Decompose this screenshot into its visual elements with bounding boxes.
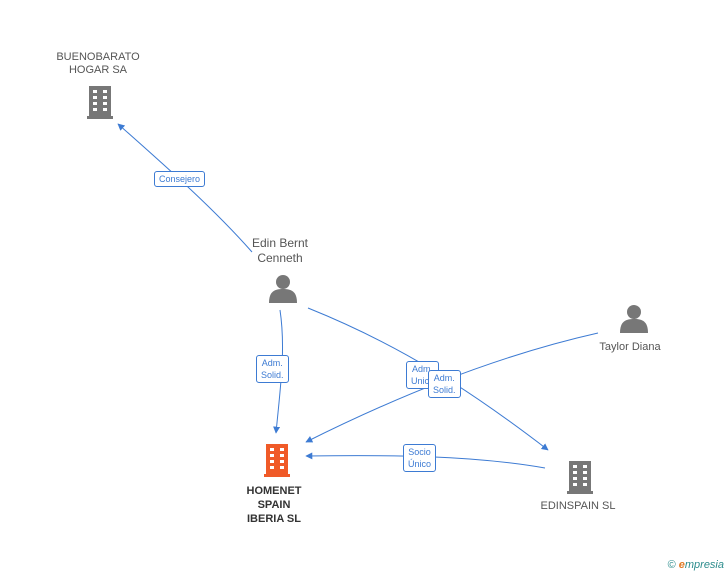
node-label-line: HOGAR SA xyxy=(68,64,128,76)
empresia-watermark: © empresia xyxy=(668,559,724,571)
person-icon[interactable] xyxy=(620,305,648,333)
node-label-line: Cenneth xyxy=(257,251,303,265)
edge-label-adm-solid[interactable]: Adm. Solid. xyxy=(256,355,289,383)
edge-label-text: Socio xyxy=(408,447,431,457)
node-label-line: Edin Bernt xyxy=(251,236,309,250)
node-label-line: HOMENET xyxy=(246,485,302,497)
building-icon[interactable] xyxy=(87,86,113,119)
node-label-homenet[interactable]: HOMENET SPAIN IBERIA SL xyxy=(230,484,318,526)
edge-label-text: Adm. xyxy=(261,358,283,368)
edge-label-text: Adm. xyxy=(433,373,455,383)
edge-label-text: Solid. xyxy=(433,385,456,395)
edge-label-text: Consejero xyxy=(159,174,201,184)
edge-edin-buenobarato xyxy=(117,123,253,253)
copyright-symbol: © xyxy=(667,559,676,571)
edge-label-consejero[interactable]: Consejero xyxy=(154,171,206,187)
edge-label-text: Adm. xyxy=(412,364,434,374)
node-label-line: Taylor Diana xyxy=(599,341,661,353)
edge-label-text: Unico xyxy=(411,376,435,386)
edge-label-text: Único xyxy=(408,459,432,469)
edge-label-adm-solid-taylor[interactable]: Adm. Solid. xyxy=(428,370,461,398)
node-label-line: BUENOBARATO xyxy=(56,51,140,63)
node-label-taylor[interactable]: Taylor Diana xyxy=(588,341,672,354)
node-label-edinspain[interactable]: EDINSPAIN SL xyxy=(536,500,620,513)
building-icon[interactable] xyxy=(567,461,593,494)
edge-label-text: Solid. xyxy=(261,370,284,380)
node-label-line: SPAIN xyxy=(257,499,291,511)
node-label-line: IBERIA SL xyxy=(247,513,301,525)
brand-name: mpresia xyxy=(684,559,724,571)
person-icon[interactable] xyxy=(269,275,297,303)
node-label-edin[interactable]: Edin Bernt Cenneth xyxy=(236,236,324,266)
node-label-line: EDINSPAIN SL xyxy=(540,500,616,512)
edge-label-socio-unico[interactable]: Socio Único xyxy=(403,444,437,472)
node-label-buenobarato[interactable]: BUENOBARATO HOGAR SA xyxy=(50,51,146,77)
brand-initial: e xyxy=(678,559,685,571)
building-icon[interactable] xyxy=(264,444,290,477)
